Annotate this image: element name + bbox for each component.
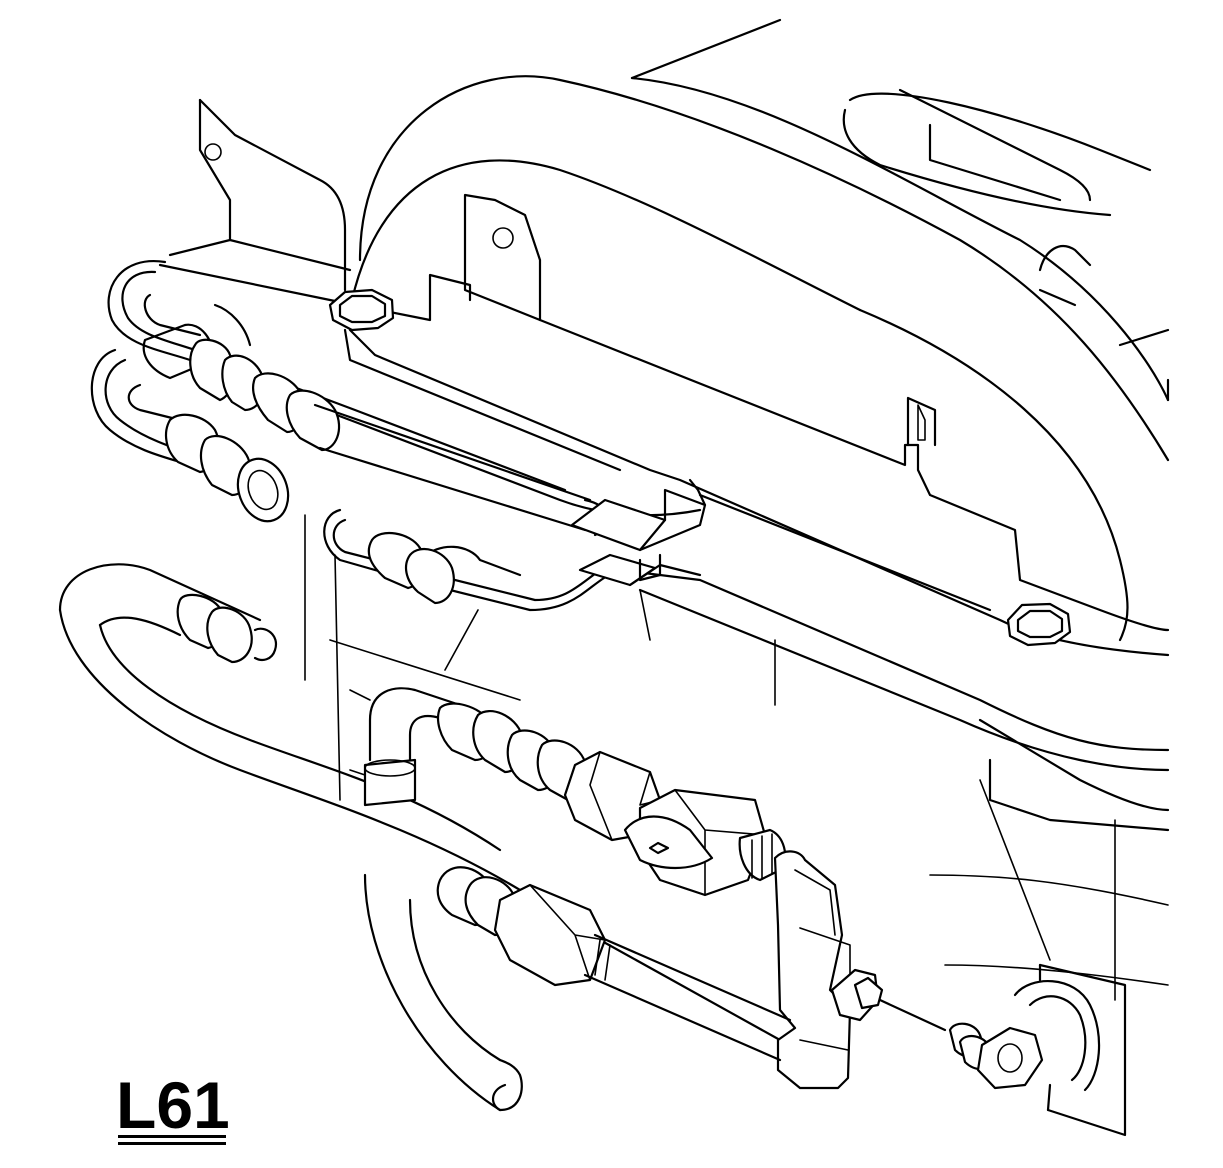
flow-direction-arrow-icon: [648, 841, 670, 855]
leader-lines: [329, 589, 651, 701]
clamp-bolt-lower: [1006, 602, 1072, 647]
hose-clip: [570, 478, 707, 587]
mounting-bracket: [168, 98, 352, 292]
cooler-hose-loop: [90, 348, 290, 523]
cooler-pipe-fitting-assembly: [363, 687, 884, 1090]
coolant-hose: [58, 563, 782, 1112]
clamp-bolt-upper: [328, 288, 395, 332]
cooler-pipe-lower: [436, 866, 792, 1062]
label-underline-bottom: [118, 1142, 226, 1145]
diagram-code-label: L61: [116, 1068, 230, 1142]
label-underline-top: [118, 1135, 226, 1138]
cooler-hose-upper: [107, 260, 702, 537]
engine-mounting-boss: [1013, 963, 1127, 1137]
drain-plug-fitting: [878, 998, 1044, 1090]
frame-rails: [304, 514, 1169, 1001]
cooler-hose-mid: [323, 508, 1170, 832]
engine-housing: [350, 18, 1170, 642]
